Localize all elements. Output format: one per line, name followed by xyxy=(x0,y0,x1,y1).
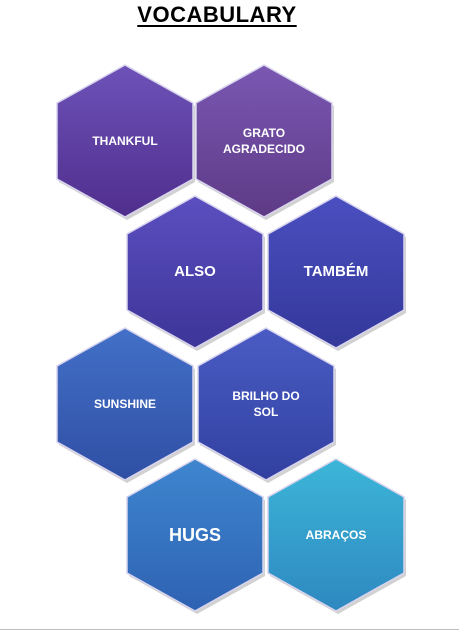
hexagon-hugs xyxy=(126,458,264,612)
hexagon-abracos xyxy=(267,458,405,612)
page-title-text: VOCABULARY xyxy=(137,2,297,27)
hexagon-brilho xyxy=(197,327,335,481)
hexagon-thankful xyxy=(56,64,194,218)
hexagon-sunshine xyxy=(56,327,194,481)
page-title: VOCABULARY xyxy=(0,2,434,28)
hexagon-also xyxy=(126,195,264,349)
bottom-divider xyxy=(0,629,459,630)
hexagon-grato xyxy=(195,64,333,218)
hexagon-tambem xyxy=(267,195,405,349)
